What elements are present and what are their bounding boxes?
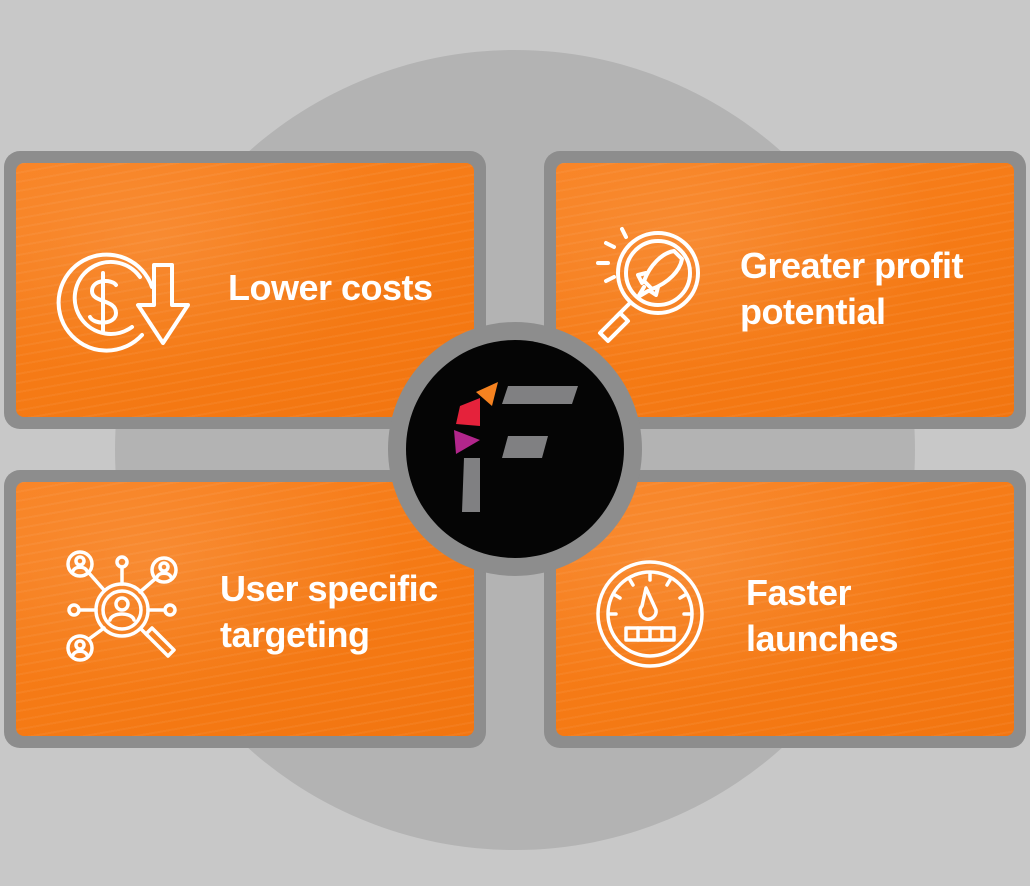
card-label: Faster launches — [746, 572, 899, 659]
hub-logo — [406, 340, 624, 558]
card-label: Lower costs — [228, 267, 433, 308]
card-lower-costs: Lower costs — [16, 163, 474, 417]
user-network-search-icon — [60, 544, 190, 674]
card-greater-profit: Greater profit potential — [556, 163, 1014, 417]
speedometer-icon — [594, 558, 706, 670]
dollar-down-icon — [52, 247, 192, 359]
card-faster-launches: Faster launches — [556, 482, 1014, 736]
magnifier-rocket-icon — [584, 221, 704, 346]
f-logo-icon — [454, 382, 578, 512]
card-label: Greater profit potential — [740, 245, 964, 332]
card-frame-user-targeting: User specific targeting — [4, 470, 486, 748]
card-frame-lower-costs: Lower costs — [4, 151, 486, 429]
card-frame-faster-launches: Faster launches — [544, 470, 1026, 748]
card-user-targeting: User specific targeting — [16, 482, 474, 736]
card-frame-greater-profit: Greater profit potential — [544, 151, 1026, 429]
card-label: User specific targeting — [220, 568, 438, 655]
